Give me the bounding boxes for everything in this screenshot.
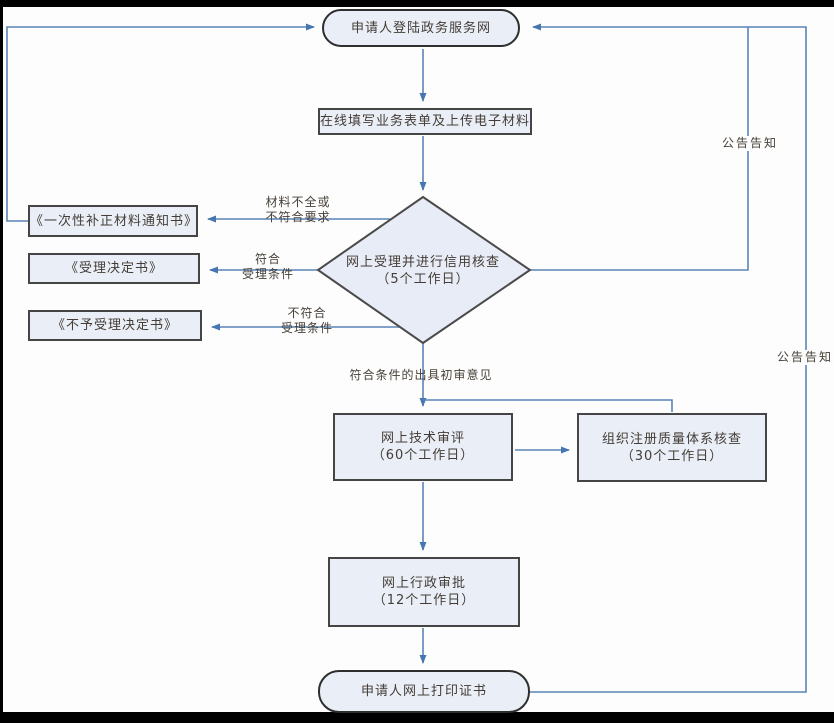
- node-admin-approval-line2: （12个工作日）: [372, 593, 476, 608]
- edge-label-materials-incomplete-line1: 材料不全或: [265, 195, 331, 209]
- node-acceptance-decision: 《受理决定书》: [28, 253, 200, 284]
- edge-label-materials-incomplete-line2: 不符合要求: [265, 210, 331, 224]
- edge-label-meets-conditions-line2: 受理条件: [241, 267, 294, 281]
- edge-label-materials-incomplete: 材料不全或 不符合要求: [250, 195, 346, 225]
- edge-print-announce-to-start: [530, 23, 807, 693]
- node-online-form-label: 在线填写业务表单及上传电子材料: [320, 114, 531, 129]
- node-credit-check-decision: 网上受理并进行信用核查 （5个工作日）: [338, 254, 508, 288]
- decision-label-line1: 网上受理并进行信用核查: [345, 255, 500, 270]
- node-tech-review-line2: （60个工作日）: [371, 448, 475, 463]
- decision-label-line2: （5个工作日）: [376, 272, 470, 287]
- node-correction-notice-label: 《一次性补正材料通知书》: [30, 213, 199, 229]
- node-quality-system-check: 组织注册质量体系核查 （30个工作日）: [577, 413, 767, 482]
- node-acceptance-decision-label: 《受理决定书》: [64, 261, 163, 276]
- node-start-login: 申请人登陆政务服务网: [322, 9, 520, 47]
- edge-label-announcement-right: 公告告知: [772, 350, 834, 365]
- edge-label-meets-conditions: 符合 受理条件: [233, 252, 303, 282]
- node-quality-system-check-line2: （30个工作日）: [620, 448, 724, 464]
- node-quality-system-check-line1: 组织注册质量体系核查: [601, 431, 742, 447]
- node-start-login-label: 申请人登陆政务服务网: [350, 20, 491, 36]
- edge-label-initial-opinion: 符合条件的出具初审意见: [349, 368, 493, 382]
- image-border-left: [0, 0, 3, 723]
- node-rejection-decision: 《不予受理决定书》: [28, 310, 202, 341]
- edge-label-not-meets-conditions: 不符合 受理条件: [271, 306, 343, 336]
- image-border-top: [0, 0, 834, 7]
- edge-label-meets-conditions-line1: 符合: [254, 252, 281, 266]
- node-rejection-decision-label: 《不予受理决定书》: [51, 318, 178, 333]
- node-tech-review-line1: 网上技术审评: [380, 431, 465, 446]
- edge-correction-loop-to-start: [6, 23, 315, 222]
- node-print-certificate-label: 申请人网上打印证书: [360, 684, 487, 699]
- image-border-bottom: [0, 712, 834, 723]
- node-online-form: 在线填写业务表单及上传电子材料: [318, 108, 532, 135]
- node-tech-review: 网上技术审评 （60个工作日）: [333, 413, 513, 481]
- node-admin-approval: 网上行政审批 （12个工作日）: [328, 557, 520, 627]
- edge-branch-to-quality-check: [423, 399, 673, 412]
- edge-label-not-meets-conditions-line1: 不符合: [287, 306, 327, 320]
- node-print-certificate: 申请人网上打印证书: [318, 670, 530, 713]
- edge-decision-announce-up: [530, 27, 749, 271]
- edge-label-announcement-top: 公告告知: [717, 136, 783, 151]
- edge-label-not-meets-conditions-line2: 受理条件: [280, 321, 333, 335]
- node-admin-approval-line1: 网上行政审批: [381, 576, 466, 591]
- node-correction-notice: 《一次性补正材料通知书》: [28, 205, 198, 237]
